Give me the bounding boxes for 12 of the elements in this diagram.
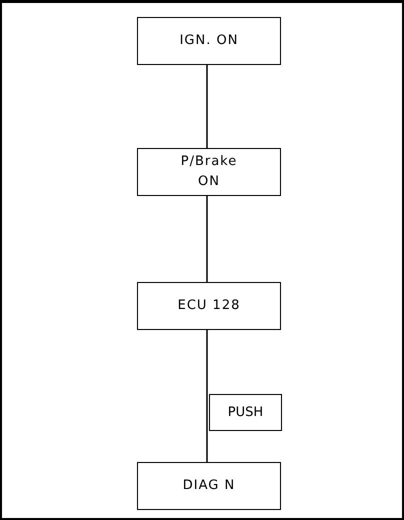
box-text: IGN. ON (178, 32, 240, 50)
process-box (137, 282, 281, 330)
box-text: DIAG N (182, 477, 236, 495)
box-text: ECU 128 (176, 297, 242, 315)
edge-label: PUSH (209, 394, 282, 431)
process-box (137, 17, 281, 65)
process-box (137, 462, 281, 510)
connector-line (206, 330, 208, 462)
box-text: P/Brake ON (180, 153, 238, 191)
connector-line (206, 196, 208, 282)
process-box (137, 148, 281, 196)
connector-line (206, 65, 208, 148)
